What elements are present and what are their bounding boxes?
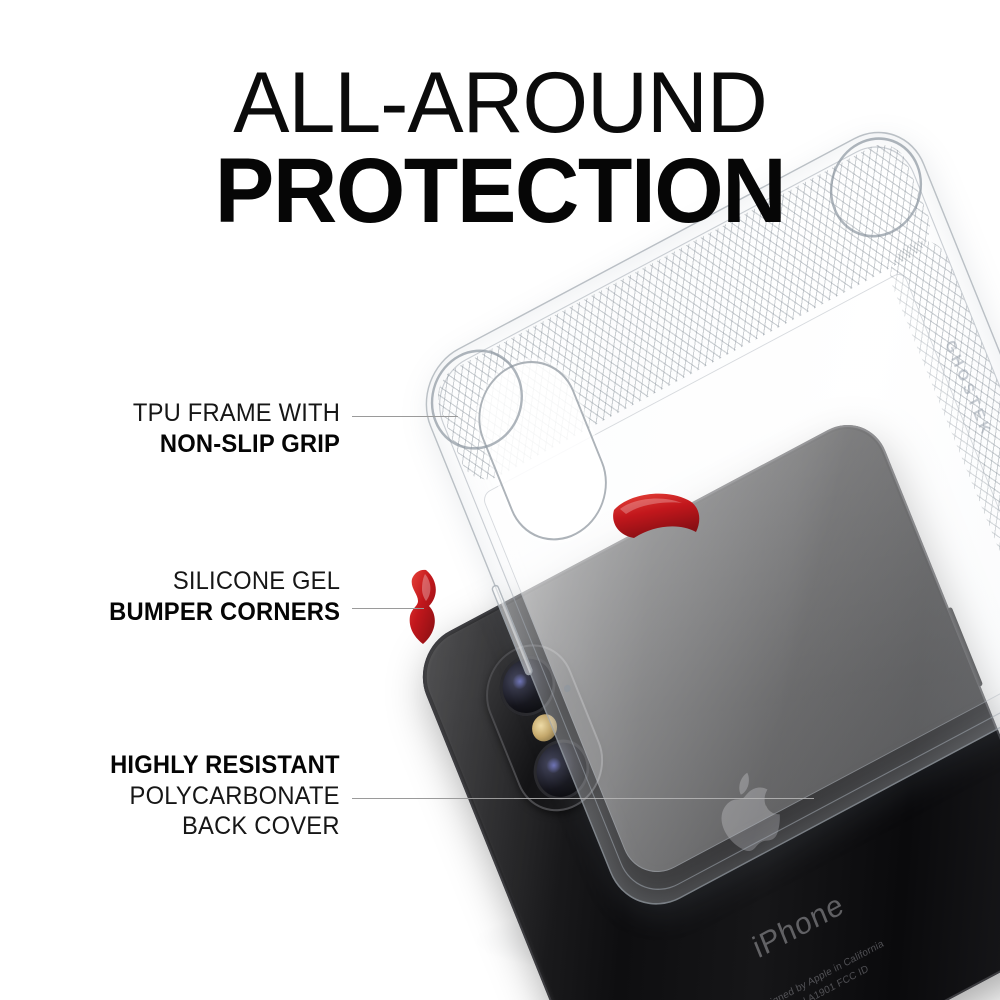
callout-polycarbonate-back: HIGHLY RESISTANT POLYCARBONATE BACK COVE…: [98, 750, 340, 842]
callout-line: HIGHLY RESISTANT: [110, 751, 340, 779]
iphone-device: iPhone Designed by Apple in California M…: [409, 408, 1000, 1000]
headline-line-2: PROTECTION: [214, 139, 787, 242]
fineprint-line-2: Model A1901 FCC ID: [779, 962, 871, 1000]
headline-line-1: ALL-AROUND: [233, 55, 767, 151]
case-reinforced-corner-top-left: [416, 332, 537, 467]
phone-side-button: [947, 606, 984, 688]
page-title: ALL-AROUND PROTECTION: [0, 55, 1000, 242]
callout-line: TPU FRAME WITH: [132, 399, 340, 427]
camera-lens-top: [491, 645, 565, 727]
callout-silicone-gel: SILICONE GEL BUMPER CORNERS: [97, 566, 340, 627]
fineprint-line-1: Designed by Apple in California: [753, 938, 886, 1000]
case-inner-edge: [425, 130, 1000, 907]
case-microphone-cutout: [562, 683, 572, 694]
ground-shadow: [470, 905, 900, 977]
bumper-corner-left: [398, 568, 444, 646]
callout-line: POLYCARBONATE: [129, 781, 340, 810]
case-brand-embossing: GHOSTEK: [941, 337, 995, 441]
phone-regulatory-fineprint: Designed by Apple in California Model A1…: [753, 937, 892, 1000]
lens-glint: [510, 670, 530, 692]
case-textured-rail-right: [881, 230, 1000, 681]
leader-line-silicone-gel: [352, 608, 424, 609]
leader-line-polycarbonate: [352, 798, 514, 799]
leader-line-tpu-frame: [352, 416, 458, 417]
case-camera-cutout: [462, 342, 623, 560]
callout-line: SILICONE GEL: [172, 567, 340, 595]
phone-glass-back: [414, 414, 1000, 1000]
bumper-corner-right: [608, 492, 704, 548]
case-button-cutout: [490, 583, 534, 677]
lens-glint: [544, 754, 564, 776]
camera-flash-icon: [528, 709, 561, 747]
apple-logo-icon: [702, 752, 800, 869]
case-polycarbonate-back: [481, 270, 1000, 887]
leader-line-polycarbonate-extension: [514, 798, 814, 799]
phone-model-label: iPhone: [748, 887, 849, 966]
callout-line: BACK COVER: [182, 812, 340, 840]
callout-line: NON-SLIP GRIP: [159, 429, 340, 458]
callout-tpu-frame: TPU FRAME WITH NON-SLIP GRIP: [122, 398, 340, 459]
callout-line: BUMPER CORNERS: [109, 597, 340, 626]
